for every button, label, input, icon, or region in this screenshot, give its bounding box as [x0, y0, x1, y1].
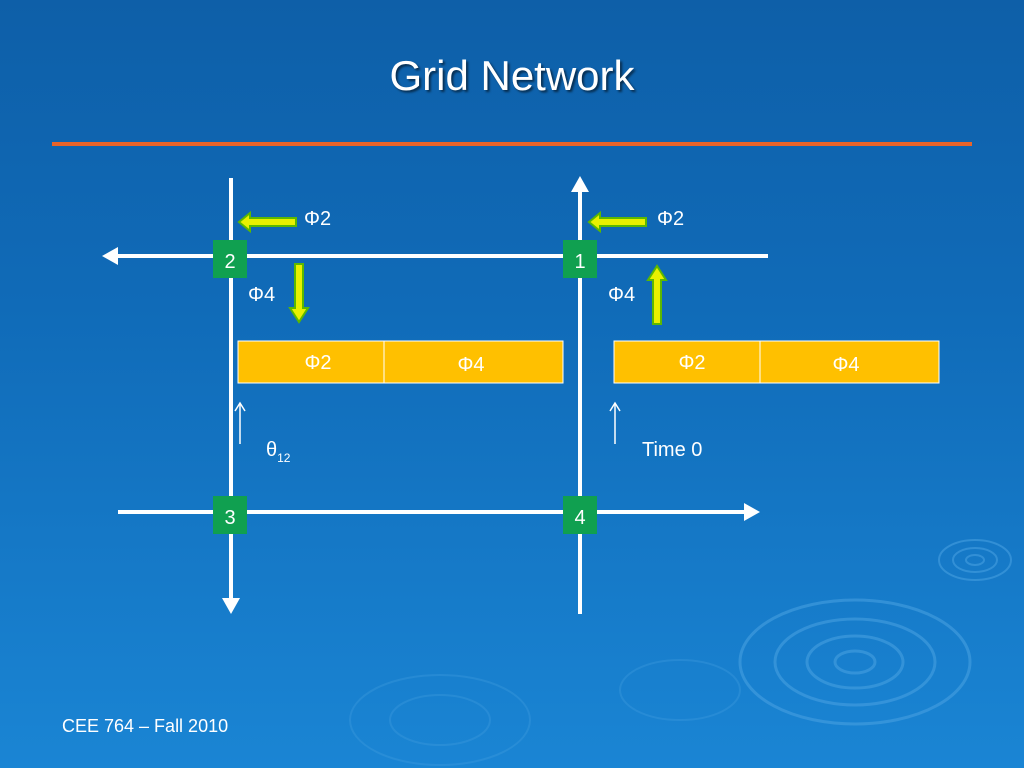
svg-text:1: 1: [574, 251, 585, 273]
phase-arrows: [237, 210, 668, 325]
road-east-avenue-arrowhead: [571, 176, 589, 192]
intersection-node-3: 3: [213, 496, 247, 534]
slide-footer: CEE 764 – Fall 2010: [62, 716, 229, 736]
svg-text:3: 3: [224, 507, 235, 529]
node1-phi4-label: Φ4: [608, 284, 635, 306]
slide-title: Grid Network: [389, 52, 635, 99]
decorative-ripples: [349, 539, 1012, 766]
title-rule: [52, 142, 972, 146]
up-arrow-icon: [646, 264, 668, 325]
left-arrow-icon: [587, 210, 647, 234]
intersection-node-1: 1: [563, 240, 597, 278]
intersection-node-2: 2: [213, 240, 247, 278]
roads: [102, 176, 768, 614]
timing-bar-node2: Φ2 Φ4: [237, 340, 564, 384]
svg-text:2: 2: [224, 251, 235, 273]
road-west-avenue-arrowhead: [222, 598, 240, 614]
down-arrow-icon: [288, 263, 310, 324]
bar-segment-label: Φ4: [457, 354, 484, 376]
offset-label: θ12: [266, 439, 291, 465]
svg-text:4: 4: [574, 507, 585, 529]
timing-bar-node1: Φ2 Φ4: [613, 340, 940, 384]
bar-segment-label: Φ2: [678, 352, 705, 374]
left-arrow-icon: [237, 210, 297, 234]
road-south-street-arrowhead: [744, 503, 760, 521]
intersection-node-4: 4: [563, 496, 597, 534]
node2-phi2-label: Φ2: [304, 208, 331, 230]
time-zero-label: Time 0: [642, 439, 702, 461]
road-north-street-arrowhead: [102, 247, 118, 265]
node1-phi2-label: Φ2: [657, 208, 684, 230]
bar-segment-label: Φ2: [304, 352, 331, 374]
node2-phi4-label: Φ4: [248, 284, 275, 306]
offset-pointers: [234, 401, 621, 444]
bar-segment-label: Φ4: [832, 354, 859, 376]
